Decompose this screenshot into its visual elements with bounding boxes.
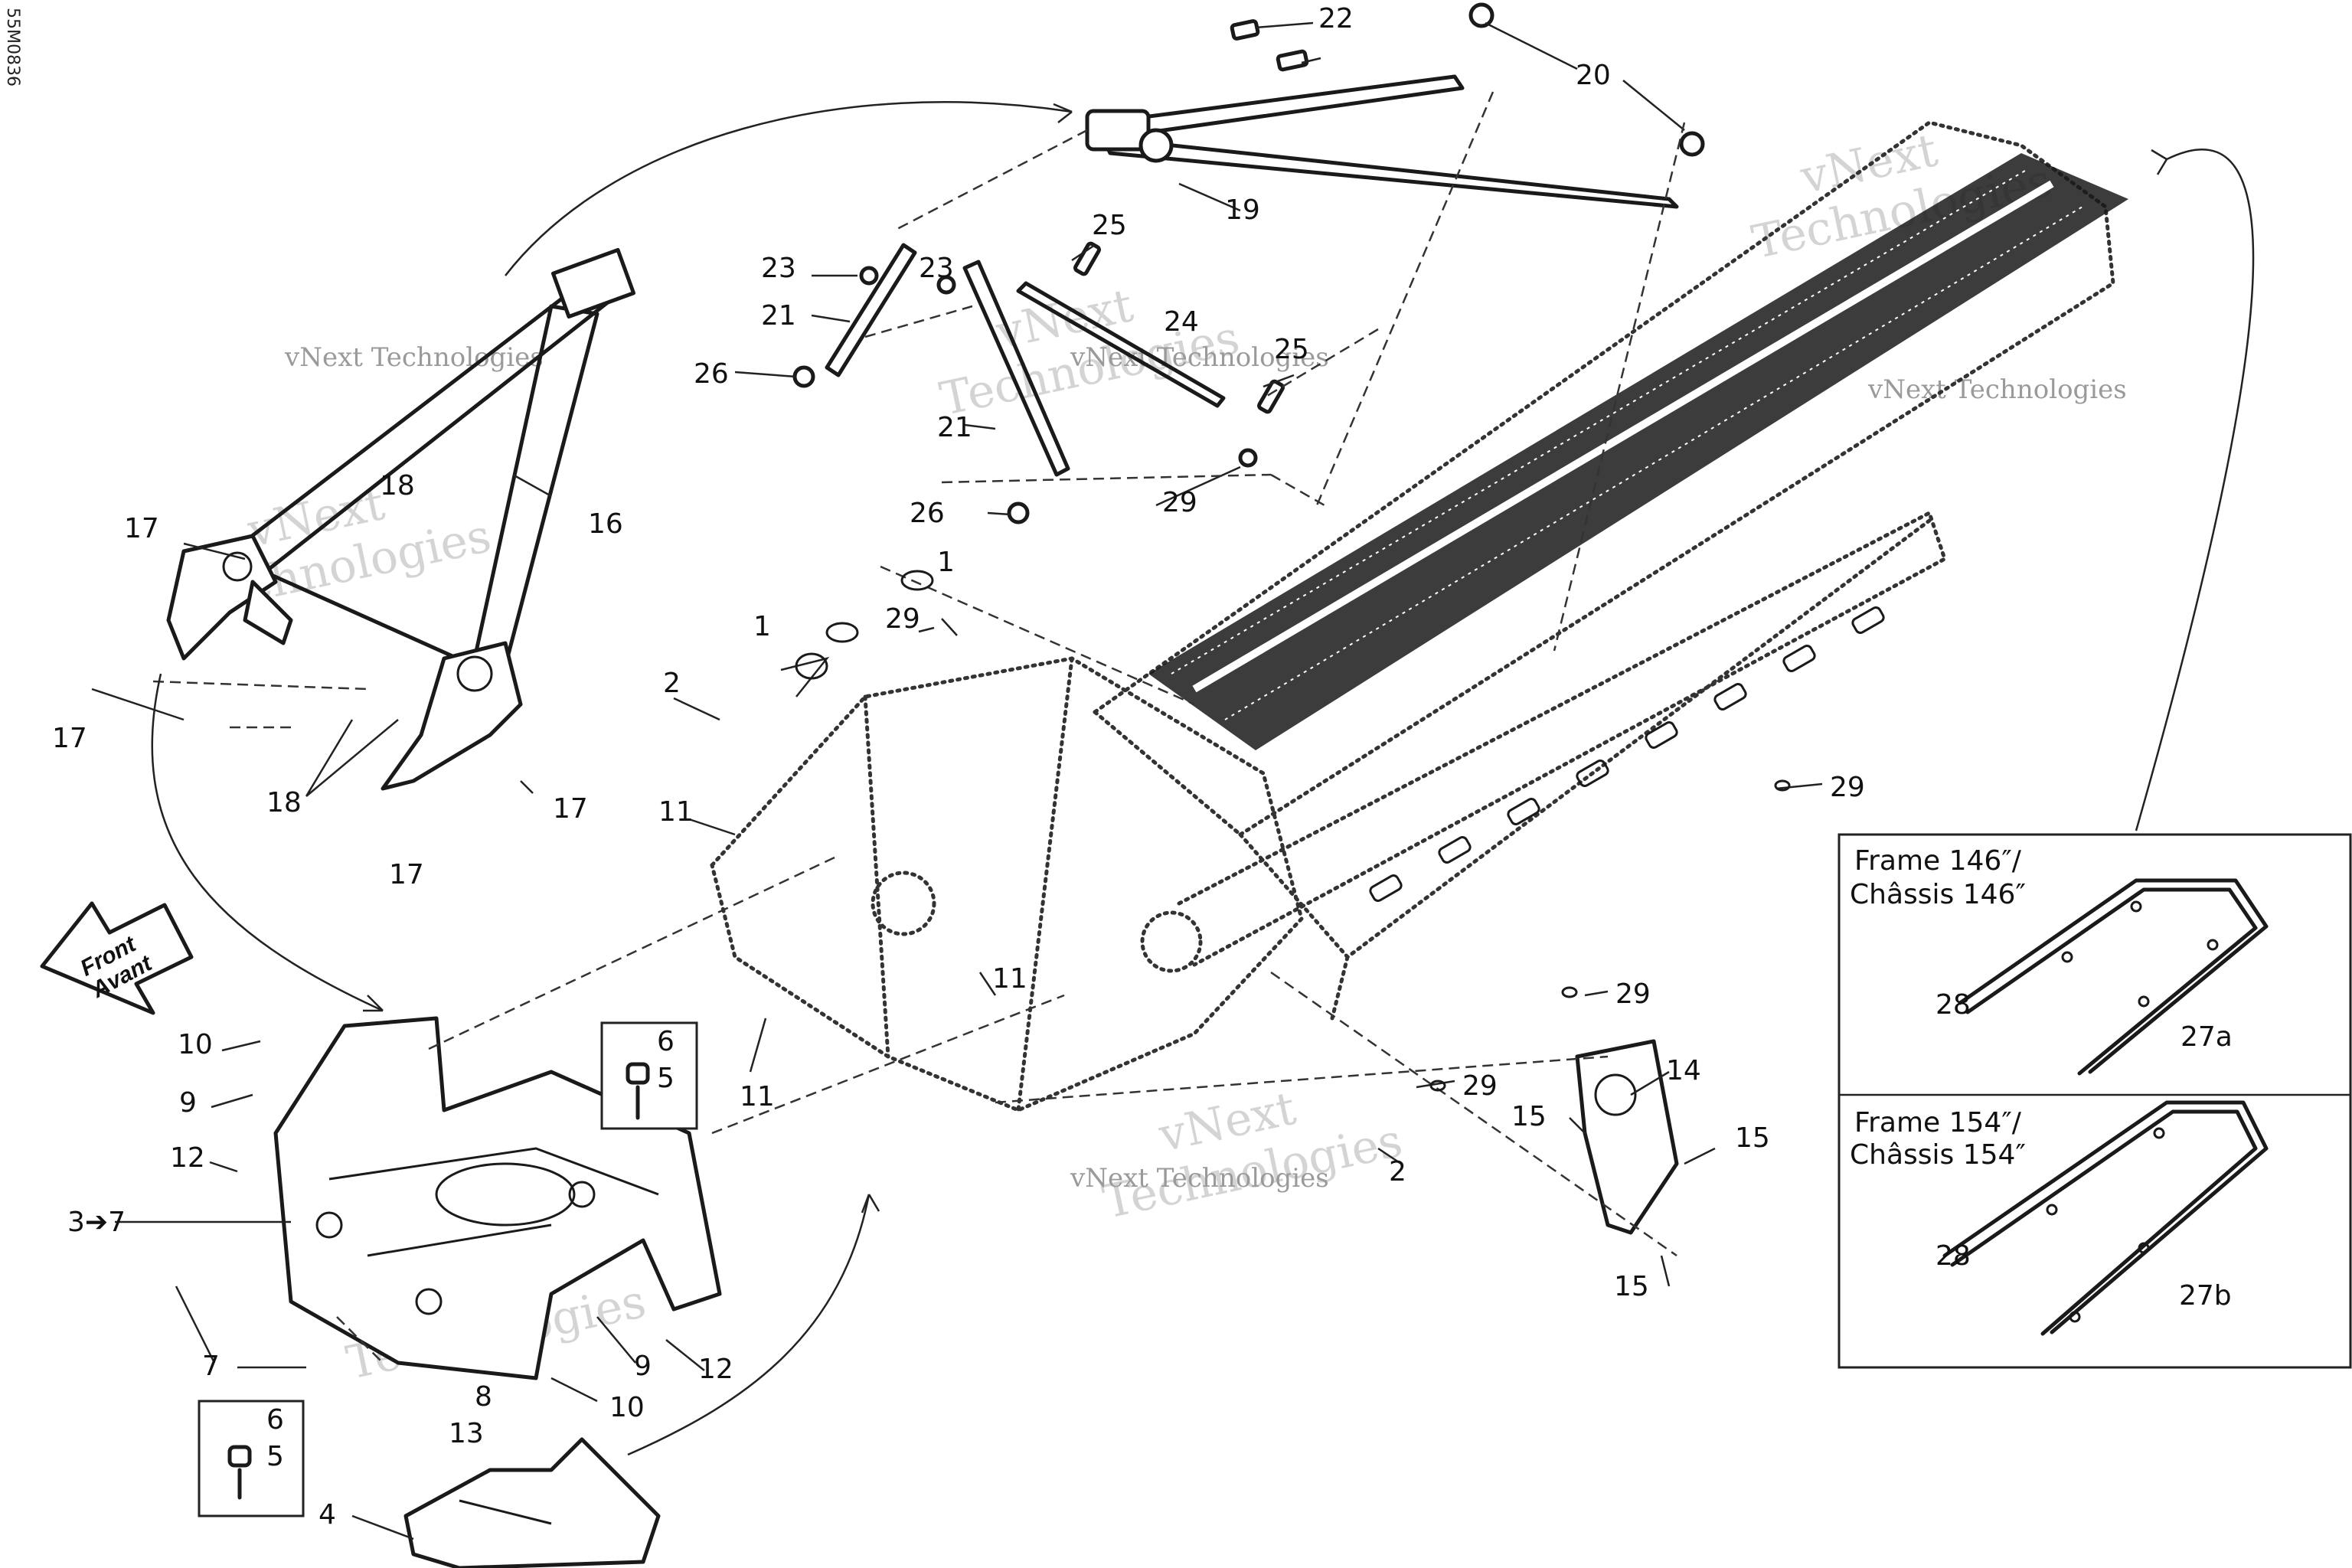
watermark-small: vNext Technologies <box>1867 374 2127 405</box>
callout-10: 10 <box>178 1029 213 1060</box>
callout-18: 18 <box>266 787 302 818</box>
callout-12: 12 <box>170 1142 205 1174</box>
callout-23: 23 <box>761 253 796 284</box>
callout-11: 11 <box>992 963 1027 995</box>
callout-11: 11 <box>658 796 694 828</box>
callout-26: 26 <box>910 498 945 529</box>
lower-bracket-4 <box>403 1437 661 1568</box>
hardware-box-upper <box>600 1021 698 1130</box>
inset-frame-154: Frame 154″/ Châssis 154″ 28 27b <box>1850 1100 2269 1336</box>
callout-16: 16 <box>588 508 623 540</box>
callout-5: 5 <box>657 1063 675 1094</box>
inset-title-line2: Châssis 146″ <box>1850 879 2026 910</box>
callout-29: 29 <box>1615 978 1651 1010</box>
callout-26: 26 <box>694 358 729 390</box>
watermark-small: vNext Technologies <box>1070 1163 1329 1194</box>
callout-17: 17 <box>553 793 588 825</box>
callout-17: 17 <box>389 859 424 890</box>
callout-28: 28 <box>1936 989 1971 1021</box>
inset-panels: Frame 146″/ Châssis 146″ 28 27a Frame 15… <box>1838 833 2352 1369</box>
inset-title-line2: Châssis 154″ <box>1850 1139 2026 1171</box>
callout-11: 11 <box>740 1081 775 1112</box>
callout-12: 12 <box>698 1354 733 1385</box>
callout-14: 14 <box>1666 1055 1701 1086</box>
callout-15: 15 <box>1511 1101 1547 1132</box>
rail-slots <box>1369 606 1885 902</box>
callout-3-7: 3➔7 <box>67 1207 126 1238</box>
callout-19: 19 <box>1225 194 1260 226</box>
callout-15: 15 <box>1614 1271 1649 1302</box>
callout-2: 2 <box>1389 1156 1406 1187</box>
callout-25: 25 <box>1092 210 1127 241</box>
callout-15: 15 <box>1735 1122 1770 1154</box>
tunnel-assembly <box>710 120 2128 1112</box>
callout-7: 7 <box>202 1351 220 1382</box>
callout-29: 29 <box>1462 1070 1498 1102</box>
watermark-small: vNext Technologies <box>284 342 544 373</box>
callout-18: 18 <box>380 470 415 501</box>
callout-13: 13 <box>449 1418 484 1449</box>
callout-2: 2 <box>663 668 681 699</box>
hardware-box-lower <box>198 1400 305 1517</box>
callout-1: 1 <box>937 547 955 578</box>
document-code: 55M0836 <box>3 8 22 87</box>
callout-10: 10 <box>609 1392 645 1423</box>
front-direction-arrow: Front Avant <box>40 901 194 1015</box>
heat-exchanger <box>1148 153 2128 750</box>
callout-29: 29 <box>1162 487 1197 518</box>
callout-29: 29 <box>885 603 920 635</box>
callout-23: 23 <box>919 253 954 284</box>
callout-22: 22 <box>1318 3 1354 34</box>
callout-25: 25 <box>1274 334 1309 365</box>
inset-title-line1: Frame 154″/ <box>1854 1107 2022 1138</box>
callout-20: 20 <box>1576 60 1611 91</box>
callout-17: 17 <box>124 513 159 544</box>
callouts: 22 20 19 25 23 23 21 24 25 26 21 29 26 1… <box>52 3 1865 1530</box>
upper-column-16 <box>166 247 636 791</box>
callout-9: 9 <box>634 1351 652 1382</box>
callout-1: 1 <box>753 611 771 642</box>
callout-27a: 27a <box>2180 1021 2233 1053</box>
rear-bracket-14 <box>1575 1039 1679 1235</box>
callout-27b: 27b <box>2179 1280 2232 1312</box>
upper-struts <box>792 2 1705 524</box>
inset-title-line1: Frame 146″/ <box>1854 845 2022 877</box>
callout-8: 8 <box>475 1381 492 1413</box>
callout-29: 29 <box>1830 772 1865 803</box>
callout-21: 21 <box>937 412 972 443</box>
callout-6: 6 <box>657 1026 675 1057</box>
callout-28: 28 <box>1936 1240 1971 1272</box>
callout-17: 17 <box>52 723 87 754</box>
callout-24: 24 <box>1164 306 1199 338</box>
callout-5: 5 <box>266 1441 284 1472</box>
callout-9: 9 <box>179 1087 197 1119</box>
inset-frame-146: Frame 146″/ Châssis 146″ 28 27a <box>1850 845 2269 1076</box>
callout-6: 6 <box>266 1404 284 1436</box>
callout-21: 21 <box>761 300 796 332</box>
callout-4: 4 <box>318 1499 336 1530</box>
